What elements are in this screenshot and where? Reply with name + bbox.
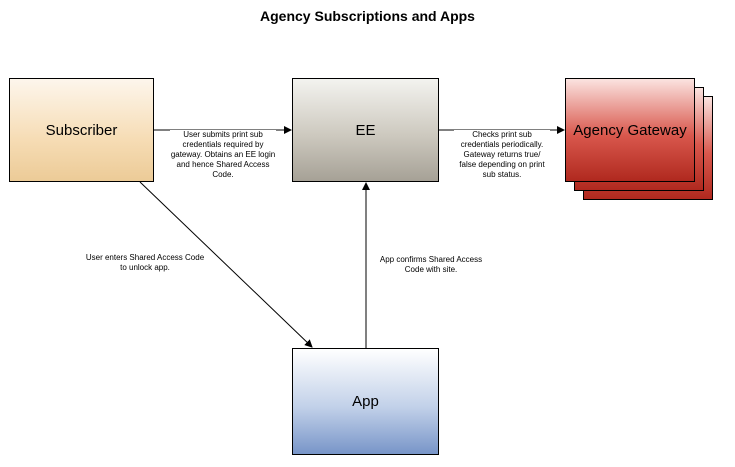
agency-gateway-label: Agency Gateway xyxy=(573,121,687,139)
subscriber-label: Subscriber xyxy=(45,121,118,139)
note-subscriber-to-app: User enters Shared Access Code to unlock… xyxy=(83,253,207,273)
note-subscriber-to-ee: User submits print sub credentials requi… xyxy=(170,130,276,180)
ee-node: EE xyxy=(292,78,439,182)
app-node: App xyxy=(292,348,439,455)
agency-gateway-node: Agency Gateway xyxy=(565,78,695,182)
note-app-to-ee: App confirms Shared Access Code with sit… xyxy=(378,255,484,275)
diagram-title: Agency Subscriptions and Apps xyxy=(260,8,475,24)
subscriber-node: Subscriber xyxy=(9,78,154,182)
ee-label: EE xyxy=(355,121,376,139)
arrow-subscriber-to-app xyxy=(139,181,313,348)
app-label: App xyxy=(352,393,379,410)
note-ee-to-gateway: Checks print sub credentials periodicall… xyxy=(454,130,550,180)
